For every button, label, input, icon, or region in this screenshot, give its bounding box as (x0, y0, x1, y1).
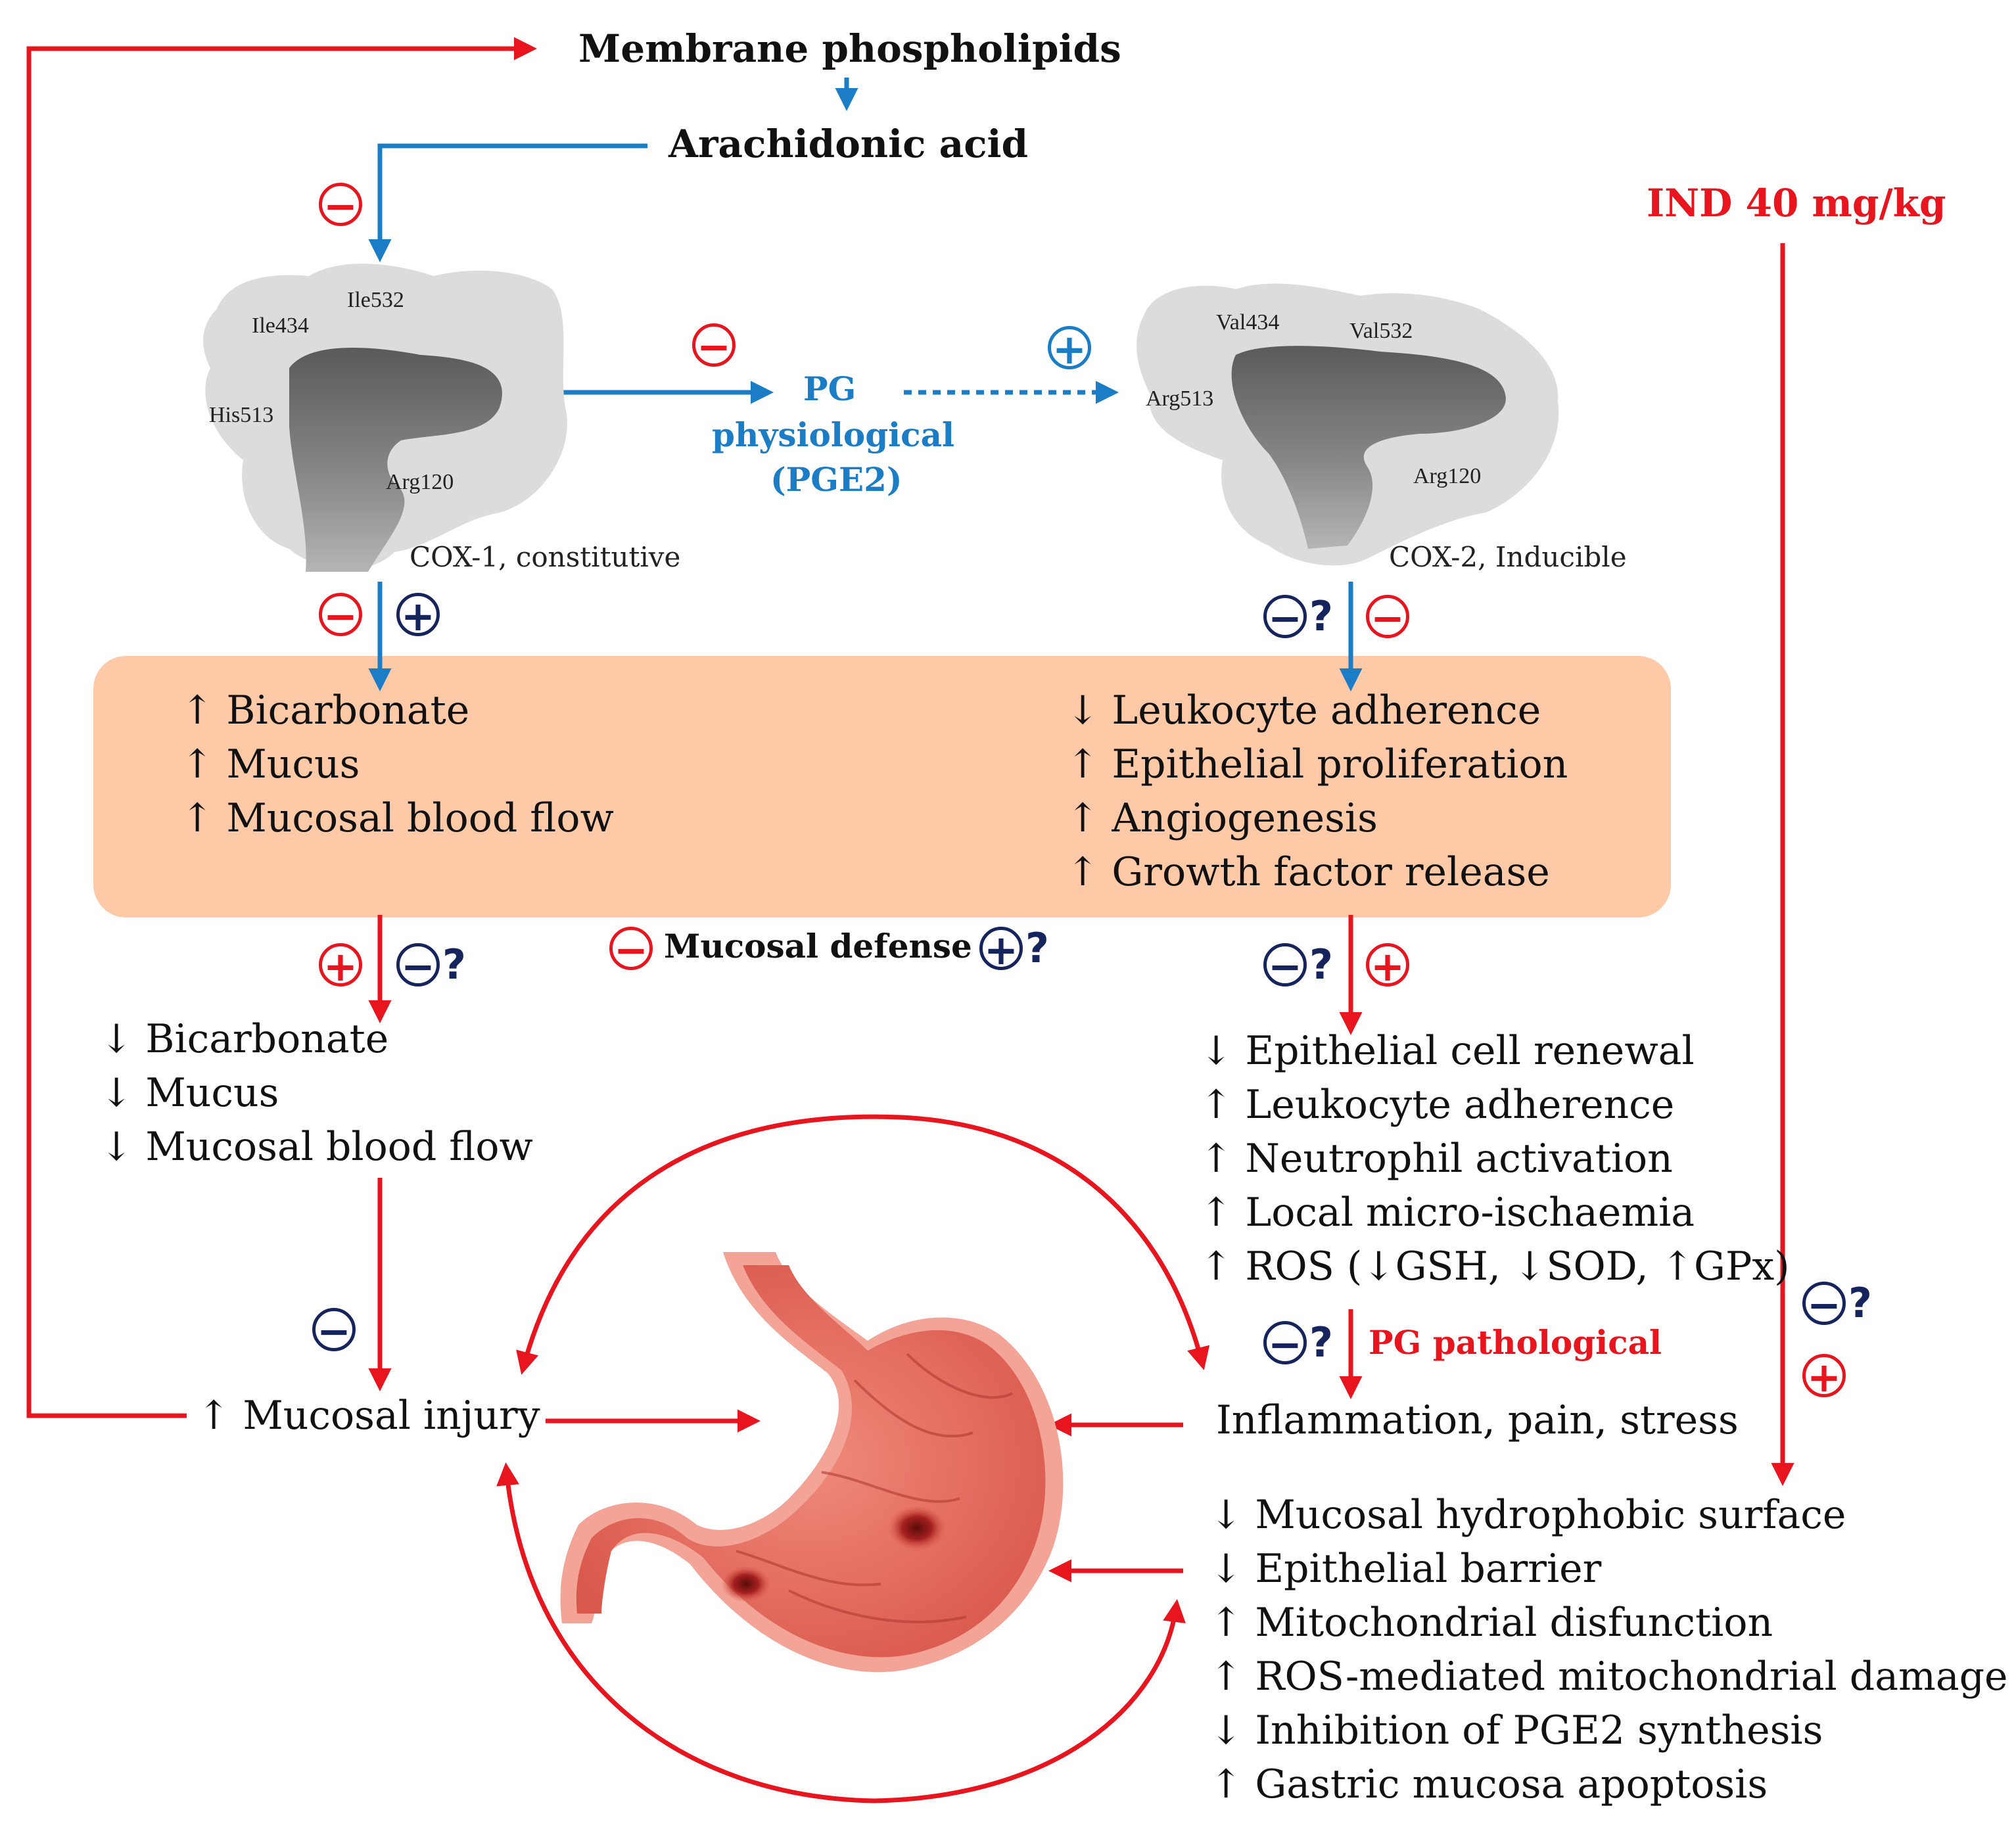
plus-circle-icon: + (1366, 943, 1409, 987)
list-item: ↓ Mucosal blood flow (100, 1124, 533, 1170)
question-mark: ? (442, 941, 466, 988)
list-item: ↓ Epithelial cell renewal (1200, 1028, 1695, 1074)
list-item: ↓ Leukocyte adherence (1066, 687, 1541, 733)
question-mark: ? (1309, 1318, 1333, 1366)
list-item: ↑ ROS-mediated mitochondrial damage (1209, 1654, 2008, 1700)
plus-circle-icon: + (1048, 326, 1091, 370)
promote-symbol-cox1-box: + (396, 593, 440, 637)
inhibit-question-symbol-pg-pathological: −? (1263, 1318, 1333, 1366)
list-item: ↑ Leukocyte adherence (1200, 1082, 1675, 1128)
defense-left-list: ↑ Bicarbonate ↑ Mucus ↑ Mucosal blood fl… (181, 684, 614, 845)
list-item: ↓ Mucus (100, 1070, 279, 1116)
arrow-curve-upper (516, 1114, 1210, 1375)
inhibit-symbol-cox2-box: − (1366, 595, 1409, 639)
list-item: ↑ Gastric mucosa apoptosis (1209, 1761, 1768, 1807)
question-mark: ? (1848, 1279, 1872, 1327)
defense-right-list: ↓ Leukocyte adherence ↑ Epithelial proli… (1066, 684, 1568, 899)
minus-circle-icon: − (1263, 1321, 1307, 1365)
right-effects-list: ↓ Epithelial cell renewal ↑ Leukocyte ad… (1200, 1024, 1790, 1293)
pg-pathological-label: PG pathological (1369, 1323, 1662, 1362)
promote-symbol-right-down: + (1366, 943, 1409, 987)
minus-circle-icon: − (396, 943, 440, 987)
minus-circle-icon: − (609, 927, 653, 971)
list-item: ↑ Epithelial proliferation (1066, 741, 1568, 787)
minus-circle-icon: − (692, 323, 736, 367)
defense-box (93, 656, 1671, 918)
cox2-residue: Arg120 (1413, 464, 1482, 488)
minus-circle-icon: − (319, 183, 362, 227)
cox2-residue: Val532 (1349, 319, 1413, 343)
inhibit-question-symbol-cox2-box: −? (1263, 592, 1333, 640)
arrow-curve-lower (496, 1462, 1186, 1803)
list-item: ↑ Mucosal blood flow (181, 795, 614, 841)
left-effects-list: ↓ Bicarbonate ↓ Mucus ↓ Mucosal blood fl… (100, 1012, 533, 1174)
mucosal-injury-label: ↑ Mucosal injury (197, 1393, 540, 1439)
cox1-residue: Arg120 (386, 470, 454, 494)
list-item: ↑ Mitochondrial disfunction (1209, 1600, 1773, 1646)
cox2-residue: Val434 (1216, 310, 1280, 335)
minus-circle-icon: − (1366, 595, 1409, 639)
plus-circle-icon: + (979, 927, 1023, 971)
promote-symbol-left-down: + (319, 943, 362, 987)
mucosal-defense-label: Mucosal defense (664, 927, 972, 965)
pg-physiological-line: physiological (712, 415, 954, 454)
cox2-caption: COX-2, Inducible (1389, 541, 1627, 573)
promote-question-symbol-mucosal-defense: +? (979, 924, 1049, 972)
inhibit-question-symbol-ind: −? (1802, 1279, 1872, 1327)
cox1-active-site-shape (289, 347, 502, 572)
minus-circle-icon: − (1802, 1282, 1846, 1326)
arachidonic-acid-label: Arachidonic acid (668, 122, 1029, 166)
minus-circle-icon: − (312, 1308, 356, 1352)
plus-circle-icon: + (396, 593, 440, 637)
cox2-active-site-shape (1231, 346, 1506, 549)
list-item: ↑ Local micro-ischaemia (1200, 1190, 1695, 1236)
arrow-aa-to-cox1 (368, 143, 647, 262)
inhibit-symbol-cox1-box: − (319, 593, 362, 637)
minus-circle-icon: − (1263, 943, 1307, 987)
inflammation-label: Inflammation, pain, stress (1216, 1397, 1739, 1443)
inhibit-question-symbol-right-down: −? (1263, 943, 1333, 987)
minus-circle-icon: − (319, 593, 362, 637)
list-item: ↑ Growth factor release (1066, 849, 1550, 895)
promote-symbol-ind: + (1802, 1354, 1846, 1398)
arrow-injury-to-membrane (26, 37, 537, 1418)
inhibit-question-symbol-left-down: −? (396, 943, 466, 987)
minus-circle-icon: − (1263, 595, 1307, 639)
question-mark: ? (1025, 924, 1049, 972)
list-item: ↑ Mucus (181, 741, 360, 787)
cox1-residue: Ile532 (347, 288, 404, 312)
plus-circle-icon: + (1802, 1354, 1846, 1398)
membrane-phospholipids-label: Membrane phospholipids (578, 26, 1121, 71)
ind-dose-label: IND 40 mg/kg (1647, 181, 1946, 225)
list-item: ↑ Neutrophil activation (1200, 1136, 1673, 1182)
pg-physiological-line: PG (803, 369, 856, 408)
question-mark: ? (1309, 941, 1333, 988)
cox2-residue: Arg513 (1146, 386, 1214, 411)
inhibit-symbol-cox1-pg: − (692, 323, 736, 367)
question-mark: ? (1309, 592, 1333, 640)
list-item: ↑ ROS (↓GSH, ↓SOD, ↑GPx) (1200, 1243, 1790, 1289)
stomach-illustration (560, 1252, 1064, 1673)
inhibit-symbol-left-injury: − (312, 1308, 356, 1352)
list-item: ↓ Inhibition of PGE2 synthesis (1209, 1707, 1823, 1754)
list-item: ↓ Epithelial barrier (1209, 1546, 1602, 1592)
pg-physiological-line: (PGE2) (770, 460, 903, 499)
cox1-caption: COX-1, constitutive (410, 541, 681, 573)
list-item: ↓ Mucosal hydrophobic surface (1209, 1492, 1846, 1538)
list-item: ↑ Bicarbonate (181, 687, 470, 733)
plus-circle-icon: + (319, 943, 362, 987)
ind-effects-list: ↓ Mucosal hydrophobic surface ↓ Epitheli… (1209, 1488, 2008, 1811)
list-item: ↑ Angiogenesis (1066, 795, 1378, 841)
cox1-residue: Ile434 (252, 314, 309, 338)
inhibit-symbol-mucosal-defense: − (609, 927, 653, 971)
list-item: ↓ Bicarbonate (100, 1016, 389, 1062)
promote-symbol-pg-cox2: + (1048, 326, 1091, 370)
cox1-residue: His513 (209, 403, 274, 427)
inhibit-symbol-aa: − (319, 183, 362, 227)
